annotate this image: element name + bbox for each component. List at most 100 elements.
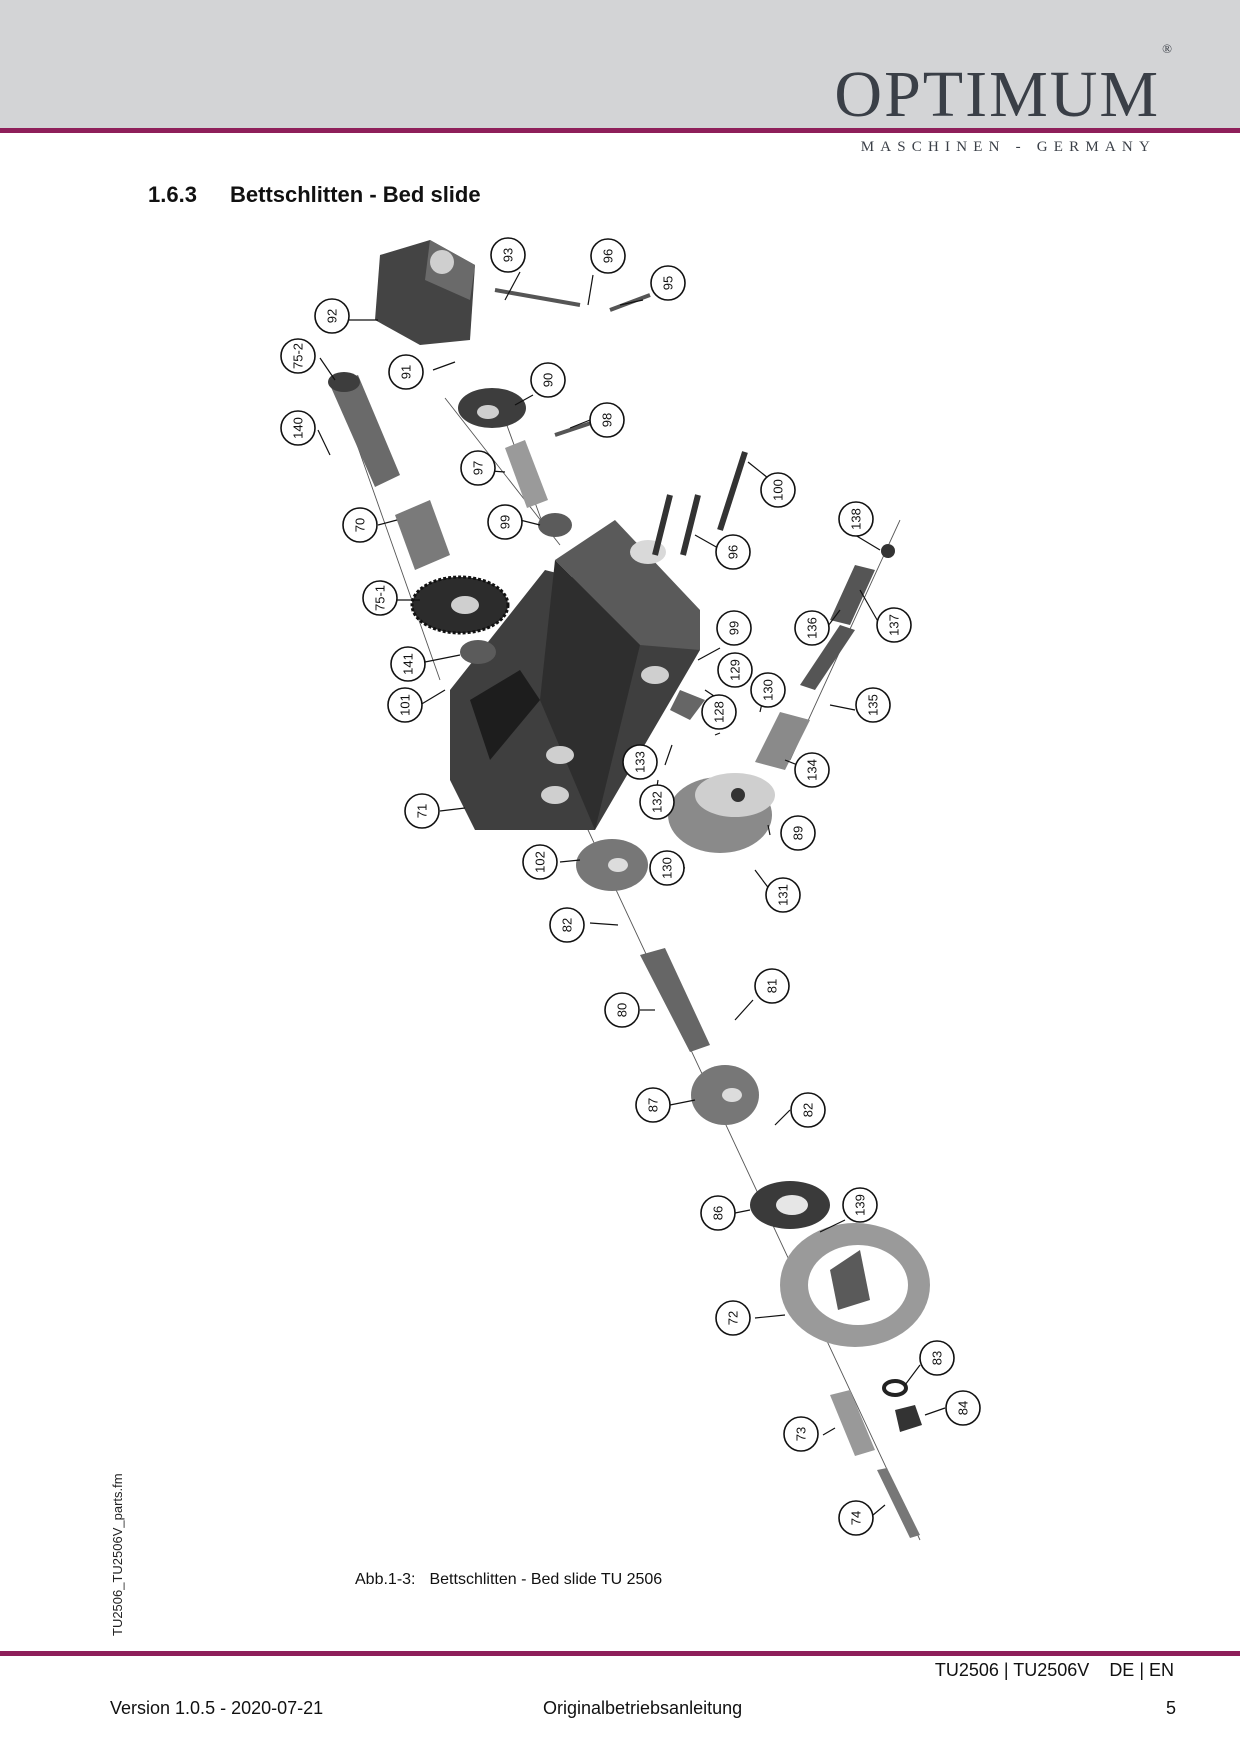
- callout-number: 137: [887, 614, 902, 636]
- callout-circle: [522, 844, 558, 880]
- callout-circle: [314, 298, 350, 334]
- bearing-flange-87: [691, 1065, 759, 1125]
- callout-number: 136: [805, 617, 820, 639]
- callout-81: 81: [754, 968, 790, 1004]
- flange-102: [576, 839, 648, 891]
- callout-number: 102: [533, 851, 548, 873]
- callout-circle: [715, 534, 751, 570]
- callout-96: 96: [590, 238, 626, 274]
- callout-82: 82: [790, 1092, 826, 1128]
- callout-circle: [794, 610, 830, 646]
- callout-circle: [855, 687, 891, 723]
- handwheel-72: [780, 1223, 930, 1347]
- callout-number: 83: [930, 1351, 945, 1365]
- callout-circle: [589, 402, 625, 438]
- callout-number: 133: [633, 751, 648, 773]
- footer-rule: [0, 1651, 1240, 1656]
- callout-80: 80: [604, 992, 640, 1028]
- callout-circle: [280, 410, 316, 446]
- callout-circle: [590, 238, 626, 274]
- callout-circle: [838, 501, 874, 537]
- callout-number: 140: [291, 417, 306, 439]
- callout-circle: [716, 610, 752, 646]
- callout-circle: [717, 652, 753, 688]
- callout-number: 96: [726, 545, 741, 559]
- page-number: 5: [1165, 1698, 1176, 1718]
- callout-137: 137: [876, 607, 912, 643]
- callout-99: 99: [716, 610, 752, 646]
- callout-number: 75-1: [373, 585, 388, 611]
- spacer-99: [538, 513, 572, 537]
- brand-logo: OPTIMUM®: [834, 42, 1174, 128]
- callout-number: 141: [401, 653, 416, 675]
- callout-number: 75-2: [291, 343, 306, 369]
- saddle-body: [450, 520, 700, 830]
- callout-91: 91: [388, 354, 424, 390]
- callout-number: 84: [956, 1401, 971, 1415]
- callout-circle: [387, 687, 423, 723]
- callout-circle: [794, 752, 830, 788]
- handle-pin-74: [877, 1468, 920, 1538]
- callout-92: 92: [314, 298, 350, 334]
- callout-circle: [701, 694, 737, 730]
- callout-number: 92: [325, 309, 340, 323]
- callout-number: 80: [615, 1003, 630, 1017]
- document-version: Version 1.0.5 - 2020-07-21: [110, 1698, 324, 1718]
- callout-93: 93: [490, 237, 526, 273]
- callout-97: 97: [460, 450, 496, 486]
- callout-83: 83: [919, 1340, 955, 1376]
- callout-number: 98: [600, 413, 615, 427]
- section-number: 1.6.3: [148, 182, 197, 207]
- figure-label: Abb.1-3:: [355, 1571, 416, 1588]
- callout-circle: [490, 237, 526, 273]
- callout-130: 130: [750, 672, 786, 708]
- callout-86: 86: [700, 1195, 736, 1231]
- callout-circle: [760, 472, 796, 508]
- callout-number: 139: [853, 1194, 868, 1216]
- callout-circle: [780, 815, 816, 851]
- callout-128: 128: [701, 694, 737, 730]
- callout-139: 139: [842, 1187, 878, 1223]
- callout-number: 99: [727, 621, 742, 635]
- callout-circle: [390, 646, 426, 682]
- callout-70: 70: [342, 507, 378, 543]
- callout-circle: [945, 1390, 981, 1426]
- callout-circle: [649, 850, 685, 886]
- nut-84: [895, 1405, 922, 1432]
- callout-number: 93: [501, 248, 516, 262]
- callout-87: 87: [635, 1087, 671, 1123]
- callout-number: 132: [650, 791, 665, 813]
- callout-circle: [750, 672, 786, 708]
- flange-89: [668, 773, 775, 853]
- callout-circle: [388, 354, 424, 390]
- callout-96: 96: [715, 534, 751, 570]
- callout-90: 90: [530, 362, 566, 398]
- callout-82: 82: [549, 907, 585, 943]
- callout-138: 138: [838, 501, 874, 537]
- callout-number: 134: [805, 759, 820, 781]
- callout-circle: [715, 1300, 751, 1336]
- lever-shaft-group: [755, 544, 895, 770]
- callout-circle: [783, 1416, 819, 1452]
- disc-90: [458, 388, 526, 428]
- callout-number: 135: [866, 694, 881, 716]
- callout-101: 101: [387, 687, 423, 723]
- callout-72: 72: [715, 1300, 751, 1336]
- brand-tagline: MASCHINEN - GERMANY: [860, 139, 1156, 155]
- callout-134: 134: [794, 752, 830, 788]
- callout-132: 132: [639, 784, 675, 820]
- callout-number: 87: [646, 1098, 661, 1112]
- callout-number: 91: [399, 365, 414, 379]
- callout-75-2: 75-2: [280, 338, 316, 374]
- callout-circle: [650, 265, 686, 301]
- callout-130: 130: [649, 850, 685, 886]
- section-title: Bettschlitten - Bed slide: [230, 182, 481, 207]
- callout-75-1: 75-1: [362, 580, 398, 616]
- callout-141: 141: [390, 646, 426, 682]
- section-heading: 1.6.3 Bettschlitten - Bed slide: [148, 182, 481, 208]
- callout-136: 136: [794, 610, 830, 646]
- callout-99: 99: [487, 504, 523, 540]
- pin-97: [505, 440, 548, 508]
